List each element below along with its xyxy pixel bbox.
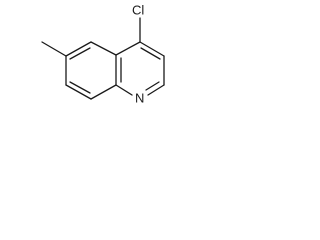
bond-c4-c3-double (140, 47, 161, 60)
bond-c7-c8 (65, 84, 92, 100)
bond-c4a-c5 (90, 41, 117, 56)
bond-c7-c8-double (69, 81, 91, 94)
bond-c4-c4a (115, 41, 141, 56)
bond-n1-c8a (115, 84, 133, 96)
chlorine-atom-label: Cl (132, 2, 144, 17)
bond-c5-c6-double (69, 47, 91, 60)
bond-c4-c3 (139, 41, 165, 57)
chemical-structure-diagram: Cl N (41, 2, 165, 105)
bond-c2-n1-double (145, 81, 160, 91)
bond-c8-c8a (90, 84, 117, 100)
bond-c6-methyl (41, 41, 67, 57)
nitrogen-atom-label: N (135, 90, 144, 105)
bond-c5-c6 (65, 41, 92, 57)
bond-c2-n1 (147, 84, 165, 96)
